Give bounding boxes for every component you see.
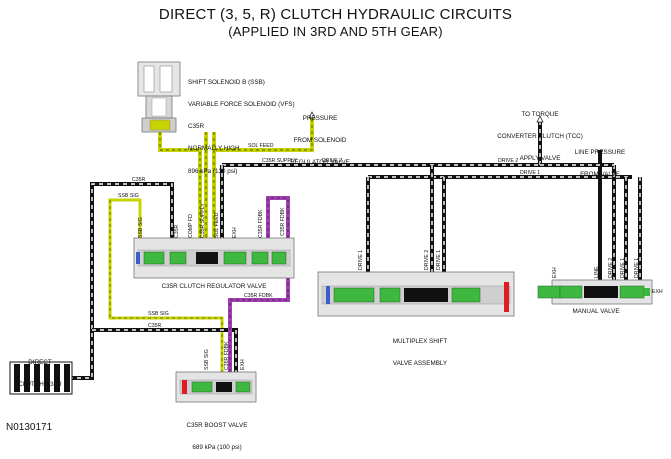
hydraulic-diagram: SSB SIG C35R COMP FD C35R SUPPLY SOL FEE… [9, 61, 663, 403]
sol-feed-passage [158, 118, 314, 243]
lbl-c35r-top: C35R [132, 177, 146, 183]
to-tcc-label: TO TORQUE CONVERTER CLUTCH (TCC) APPLY V… [497, 110, 583, 163]
lbl-ssb-sig-top: SSB SIG [118, 193, 139, 199]
port-exh-boost: EXH [240, 359, 246, 370]
solenoid-ssb [137, 61, 181, 133]
port-c35r-fdbk-b: C35R FDBK [280, 207, 286, 236]
lbl-sol-feed: SOL FEED [248, 143, 274, 149]
boost-valve-label: C35R BOOST VALVE 689 kPa (100 psi) [186, 421, 248, 452]
diagram-subtitle: (APPLIED IN 3RD AND 5TH GEAR) [228, 24, 443, 39]
lbl-drive2-a: DRIVE 2 [322, 158, 342, 164]
direct-clutch [9, 361, 73, 395]
arrow-line-pressure [597, 150, 603, 156]
port-comp-fd: COMP FD [188, 214, 194, 238]
lbl-c35r-fdbk: C35R FDBK [244, 293, 273, 299]
drive-passages [220, 122, 642, 280]
port-drive1-manual: DRIVE 1 [620, 258, 626, 278]
port-drive2-mpx: DRIVE 2 [424, 250, 430, 270]
port-exh-manual: EXH [552, 267, 558, 278]
diagram-title: DIRECT (3, 5, R) CLUTCH HYDRAULIC CIRCUI… [158, 6, 513, 23]
manual-valve-label: MANUAL VALVE [572, 308, 620, 315]
port-sol-feed: SOL FEED [214, 212, 220, 238]
port-c35r-fdbk-a: C35R FDBK [258, 209, 264, 238]
regulator-valve [133, 237, 295, 279]
lbl-drive2-b: DRIVE 2 [498, 158, 518, 164]
lbl-c35r-bottom: C35R [148, 323, 162, 329]
port-drive2-manual: DRIVE 2 [608, 258, 614, 278]
lbl-c35r-supply: C35R SUPPLY [262, 158, 297, 164]
pressure-from-solenoid-label: PRESSURE FROM SOLENOID REGULATOR VALVE [290, 114, 350, 167]
port-drive1-manual-b: DRIVE 1 [634, 258, 640, 278]
lbl-drive1: DRIVE 1 [520, 170, 540, 176]
direct-clutch-label: DIRECT CLUTCH C35R [18, 358, 62, 389]
port-drive1-mpx: DRIVE 1 [358, 250, 364, 270]
port-drive1-mpx-b: DRIVE 1 [436, 250, 442, 270]
lbl-ssb-sig-bottom: SSB SIG [148, 311, 169, 317]
port-exh-manual-right: EXH [652, 289, 663, 295]
multiplex-valve [317, 271, 515, 317]
port-exh: EXH [232, 227, 238, 238]
solenoid-label: SHIFT SOLENOID B (SSB) VARIABLE FORCE SO… [188, 78, 295, 175]
regulator-valve-label: C35R CLUTCH REGULATOR VALVE [161, 283, 267, 290]
port-ssb-sig: SSB SIG [138, 217, 144, 238]
c35r-passage [72, 182, 238, 380]
ssb-sig-passage [108, 198, 224, 378]
manual-valve [537, 279, 653, 305]
arrow-sol-feed [308, 111, 316, 119]
port-c35r-fdbk-boost: C35R FDBK [224, 341, 230, 370]
port-c35r-supply: C35R SUPPLY [200, 203, 206, 238]
port-c35r: C35R [174, 224, 180, 238]
port-line: LINE [594, 266, 600, 278]
figure-id: N0130171 [6, 422, 53, 433]
boost-valve [175, 371, 257, 403]
port-ssb-sig-boost: SSB SIG [204, 349, 210, 370]
arrow-to-tcc [536, 115, 544, 123]
multiplex-label: MULTIPLEX SHIFT VALVE ASSEMBLY [392, 337, 448, 368]
line-pressure-label: LINE PRESSURE FROM VALVE [574, 148, 626, 179]
